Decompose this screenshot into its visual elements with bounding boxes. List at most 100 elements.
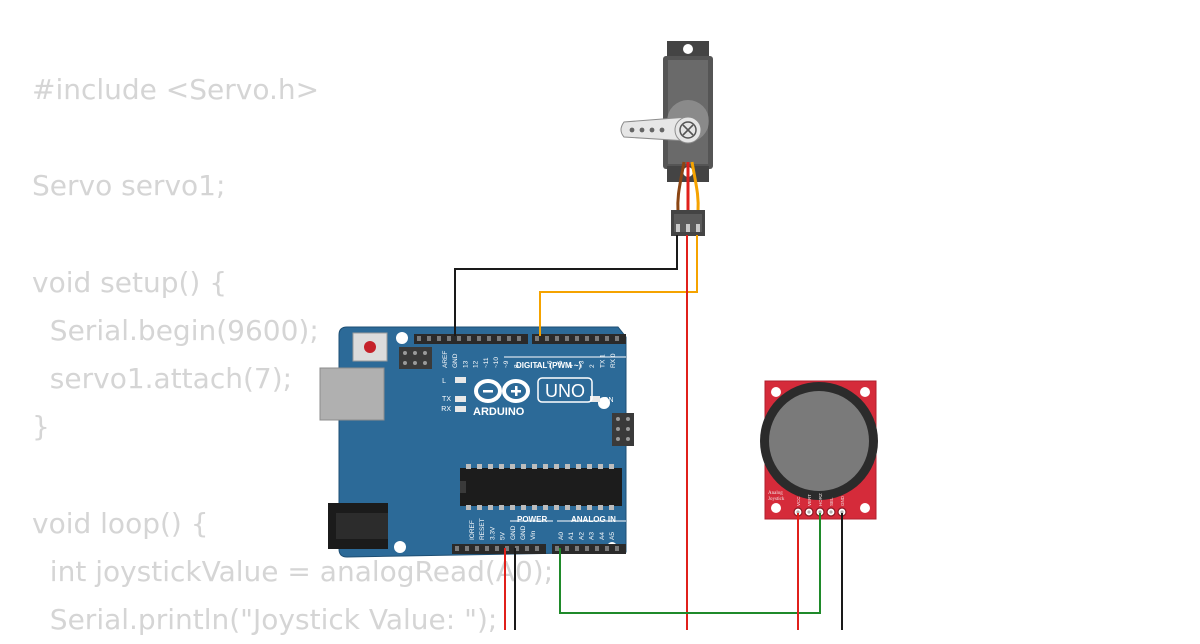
- pin-label: ~11: [483, 357, 490, 368]
- power-header[interactable]: [452, 544, 546, 554]
- digital-header-pin[interactable]: [427, 336, 431, 341]
- chip-pin: [488, 505, 493, 510]
- wire-servo-signal[interactable]: [539, 235, 698, 336]
- mounting-hole: [394, 541, 406, 553]
- power-header-pin[interactable]: [525, 546, 529, 551]
- wire-servo-gnd[interactable]: [454, 235, 678, 336]
- power-header-pin[interactable]: [475, 546, 479, 551]
- model-label-box: [537, 377, 593, 403]
- pin-label: 4: [568, 364, 575, 368]
- digital-header-pin[interactable]: [535, 336, 539, 341]
- digital-header-pin[interactable]: [517, 336, 521, 341]
- pin-label: ~5: [557, 360, 564, 368]
- servo-screw-cross: [682, 124, 694, 136]
- pin-label: 8: [513, 364, 520, 368]
- chip-pin: [532, 464, 537, 469]
- model-label: UNO: [545, 381, 585, 401]
- analog-header-pin[interactable]: [595, 546, 599, 551]
- pin-label: RESET: [479, 518, 486, 540]
- code-line: Servo servo1;: [32, 169, 226, 203]
- digital-header-pin[interactable]: [565, 336, 569, 341]
- joystick-pins[interactable]: [793, 507, 847, 517]
- analog-header-pin[interactable]: [565, 546, 569, 551]
- digital-header-pin[interactable]: [417, 336, 421, 341]
- analog-header-pin[interactable]: [585, 546, 589, 551]
- joystick-pin-hole: [796, 510, 800, 514]
- led-on: ON: [590, 396, 614, 404]
- digital-header-pin[interactable]: [555, 336, 559, 341]
- digital-header-pin[interactable]: [447, 336, 451, 341]
- pin-label: 12: [473, 360, 480, 368]
- chip-pin: [576, 505, 581, 510]
- power-header-pin[interactable]: [495, 546, 499, 551]
- analog-header-pin[interactable]: [615, 546, 619, 551]
- pin-label: Vin: [530, 530, 537, 540]
- digital-header-pin[interactable]: [437, 336, 441, 341]
- digital-header-pin[interactable]: [507, 336, 511, 341]
- chip-pin: [587, 505, 592, 510]
- digital-header-pin[interactable]: [595, 336, 599, 341]
- power-header-pin[interactable]: [485, 546, 489, 551]
- led-l: L: [442, 377, 466, 385]
- power-header-pin[interactable]: [505, 546, 509, 551]
- pin-label: A0: [558, 532, 565, 540]
- wire-a0-to-joystick[interactable]: [559, 513, 821, 614]
- chip-pin: [554, 505, 559, 510]
- digital-header-pin[interactable]: [467, 336, 471, 341]
- chip-pin: [576, 464, 581, 469]
- digital-header-pin[interactable]: [487, 336, 491, 341]
- chip-pin: [565, 464, 570, 469]
- digital-header-pin[interactable]: [585, 336, 589, 341]
- digital-header[interactable]: [414, 334, 626, 344]
- pin-label: ~10: [493, 357, 500, 368]
- digital-header-pin[interactable]: [545, 336, 549, 341]
- analog-header[interactable]: [552, 544, 626, 554]
- joystick-pin-label: VCC: [796, 496, 801, 506]
- analog-header-pin[interactable]: [605, 546, 609, 551]
- pin-label: 2: [589, 364, 596, 368]
- pin-label: 13: [462, 360, 469, 368]
- digital-header-pin[interactable]: [497, 336, 501, 341]
- pin-label: GND: [510, 525, 517, 540]
- led-tx: TX: [442, 396, 466, 403]
- joystick-mount-hole: [771, 387, 781, 397]
- pin-label: 3.3V: [489, 526, 496, 540]
- servo-horn-hole: [659, 127, 665, 133]
- pin-label: IOREF: [469, 520, 476, 540]
- digital-header-pin[interactable]: [477, 336, 481, 341]
- code-line: void loop() {: [32, 506, 209, 540]
- pin-label: TX 1: [600, 354, 607, 368]
- pin-label: ~6: [547, 360, 554, 368]
- code-line: servo1.attach(7);: [32, 362, 293, 396]
- code-line: }: [32, 410, 50, 444]
- chip-pin: [587, 464, 592, 469]
- power-label: POWER: [517, 515, 547, 524]
- reset-button[interactable]: [352, 332, 388, 362]
- digital-header-pin[interactable]: [605, 336, 609, 341]
- servo-motor[interactable]: [620, 41, 713, 236]
- power-header-pin[interactable]: [515, 546, 519, 551]
- analog-header-pin[interactable]: [575, 546, 579, 551]
- analog-header-pin[interactable]: [555, 546, 559, 551]
- pin-label: A4: [599, 532, 606, 540]
- power-header-pin[interactable]: [455, 546, 459, 551]
- svg-text:L: L: [442, 378, 446, 385]
- power-header-pin[interactable]: [465, 546, 469, 551]
- digital-header-pin[interactable]: [615, 336, 619, 341]
- servo-pin: [696, 224, 700, 232]
- chip-pin: [543, 505, 548, 510]
- joystick-label: Joystick: [768, 497, 785, 502]
- chip-pin: [598, 505, 603, 510]
- power-header-pin[interactable]: [535, 546, 539, 551]
- digital-header-pin[interactable]: [457, 336, 461, 341]
- pin-label: 7: [536, 364, 543, 368]
- chip-pin: [510, 464, 515, 469]
- usb-connector: [319, 367, 385, 421]
- digital-header-pin[interactable]: [575, 336, 579, 341]
- joystick-label: Analog: [768, 491, 783, 496]
- code-line: #include <Servo.h>: [32, 73, 320, 106]
- joystick-thumbstick[interactable]: [769, 391, 869, 491]
- joystick-pin-label: SEL: [829, 497, 834, 506]
